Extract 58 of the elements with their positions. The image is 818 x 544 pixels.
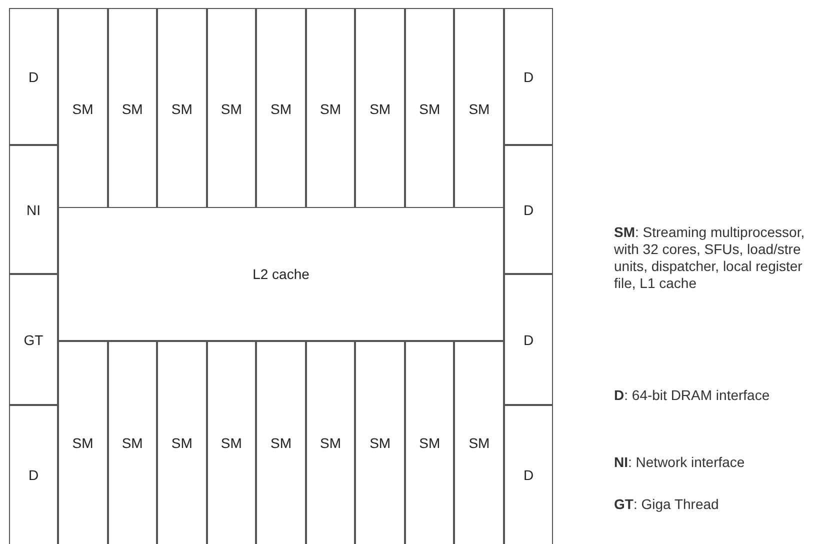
block-label: SM <box>368 101 392 117</box>
block-label: SM <box>120 101 144 117</box>
chip-block <box>206 8 256 210</box>
block-label: D <box>27 466 40 482</box>
block-label: D <box>522 332 535 348</box>
block-label: SM <box>220 434 243 450</box>
block-label: L2 cache <box>252 266 310 282</box>
chip-block <box>454 341 504 544</box>
block-label: D <box>27 68 40 84</box>
block-label: D <box>522 466 535 482</box>
chip-block <box>256 8 306 210</box>
chip-block <box>9 8 58 145</box>
chip-block <box>306 8 356 210</box>
chip-block <box>454 8 504 210</box>
block-label: SM <box>418 101 442 117</box>
chip-block <box>504 8 553 145</box>
block-label: SM <box>468 101 491 117</box>
block-label: SM <box>220 101 243 117</box>
block-label: SM <box>170 101 194 117</box>
chip-block <box>355 8 405 210</box>
legend-note: D: 64-bit DRAM interface <box>614 387 771 404</box>
chip-block <box>9 274 58 405</box>
block-label: NI <box>26 202 42 218</box>
block-label: SM <box>269 101 292 117</box>
block-label: SM <box>170 434 194 450</box>
block-label: D <box>522 202 535 218</box>
chip-block <box>157 341 207 544</box>
chip-block <box>157 8 207 210</box>
block-label: SM <box>418 434 442 450</box>
chip-block <box>58 207 504 341</box>
chip-block <box>58 341 108 544</box>
block-label: SM <box>319 101 342 117</box>
block-label: SM <box>71 101 94 117</box>
chip-block <box>58 8 108 210</box>
chip-block <box>206 341 256 544</box>
block-label: SM <box>468 434 491 450</box>
chip-block <box>504 405 553 544</box>
block-label: SM <box>319 434 342 450</box>
chip-block <box>504 145 553 274</box>
legend-note: SM: Streaming multiprocessor, with 32 cores, SFUs, load/stre units, dispatcher, local register file, L1 cache <box>614 224 806 292</box>
block-label: SM <box>120 434 144 450</box>
block-label: D <box>522 68 535 84</box>
chip-block <box>504 274 553 405</box>
chip-block <box>108 8 158 210</box>
block-label: SM <box>71 434 94 450</box>
chip-block <box>355 341 405 544</box>
chip-block <box>9 405 58 544</box>
chip-block <box>108 341 158 544</box>
block-label: SM <box>368 434 392 450</box>
chip-block <box>404 341 454 544</box>
legend-note: NI: Network interface <box>614 454 746 471</box>
chip-block <box>306 341 356 544</box>
legend-note: GT: Giga Thread <box>614 496 720 513</box>
chip-block <box>256 341 306 544</box>
chip-block <box>9 145 58 274</box>
block-label: GT <box>22 332 44 348</box>
block-label: SM <box>269 434 292 450</box>
chip-block <box>404 8 454 210</box>
